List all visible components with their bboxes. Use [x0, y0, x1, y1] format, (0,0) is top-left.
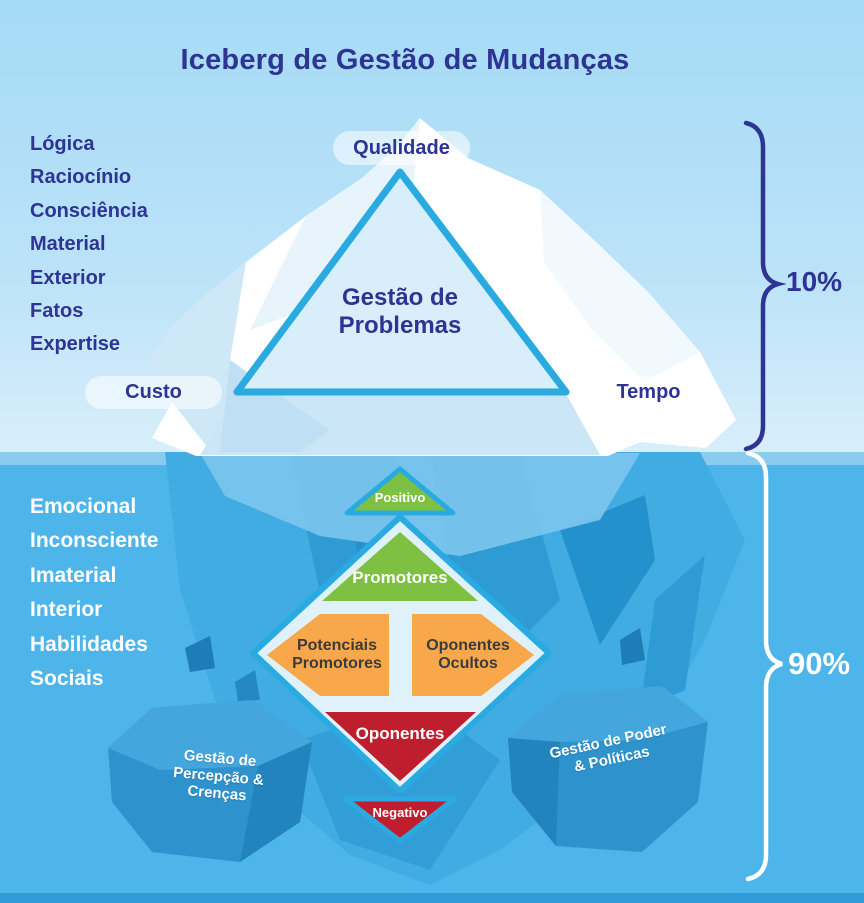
attribute-item: Consciência	[30, 199, 148, 222]
iceberg-underwater-facet	[560, 495, 655, 645]
positive-arrow	[344, 466, 456, 516]
debris	[185, 636, 215, 672]
hidden-opponents-shape	[412, 614, 534, 696]
brace-10-percent	[743, 120, 787, 452]
rock-perception-beliefs	[108, 700, 312, 862]
time-label-pill: Tempo	[580, 376, 717, 409]
opponents-triangle	[325, 712, 476, 781]
quality-label-pill: Qualidade	[333, 131, 470, 165]
negative-arrow-label: Negativo	[372, 805, 428, 820]
rock-left-top-facet	[108, 700, 312, 770]
positive-arrow-label: Positivo	[374, 490, 426, 505]
diagram-title: Iceberg de Gestão de Mudanças	[180, 44, 630, 76]
problem-management-label: Gestão de Problemas	[338, 284, 462, 340]
negative-arrow	[343, 796, 457, 844]
attribute-item: Expertise	[30, 333, 121, 356]
promoters-triangle	[322, 532, 478, 601]
attribute-item: Inconsciente	[30, 529, 159, 553]
brace-90-percent	[745, 450, 783, 882]
rock-right-dark-facet	[508, 738, 560, 846]
attribute-item: Exterior	[30, 266, 106, 289]
attribute-item: Raciocínio	[30, 166, 132, 189]
potential-promoters-label: Potenciais Promotores	[292, 637, 382, 673]
iceberg-underwater-facet	[640, 555, 705, 710]
hidden-opponents-label: Oponentes Ocultos	[426, 637, 510, 673]
stakeholder-diamond	[250, 466, 552, 844]
rock-right-top-facet	[508, 686, 708, 742]
problem-management-triangle	[233, 168, 570, 396]
opponents-label: Oponentes	[355, 724, 445, 743]
debris	[620, 628, 645, 665]
rock-left-dark-facet	[240, 742, 312, 862]
cost-label-pill: Custo	[85, 376, 222, 409]
rock-power-politics	[508, 686, 708, 852]
iceberg-facet	[540, 190, 700, 382]
below-water-attribute-list: Emocional Inconsciente Imaterial Interio…	[30, 490, 195, 696]
potential-promoters-shape	[267, 614, 389, 696]
debris	[235, 670, 260, 702]
attribute-item: Lógica	[30, 133, 95, 155]
percent-90-label: 90%	[788, 646, 851, 681]
percent-10-label: 10%	[786, 266, 843, 297]
above-water-attribute-list: Lógica Raciocínio Consciência Material E…	[30, 128, 148, 362]
diamond-outline	[250, 514, 552, 794]
attribute-item: Fatos	[30, 300, 84, 323]
iceberg-facet	[250, 118, 420, 330]
attribute-item: Imaterial	[30, 563, 117, 587]
bottom-water-stripe	[0, 893, 864, 903]
attribute-item: Material	[30, 233, 106, 256]
attribute-item: Interior	[30, 598, 103, 622]
promoters-label: Promotores	[352, 568, 448, 587]
attribute-item: Habilidades Sociais	[30, 632, 148, 691]
attribute-item: Emocional	[30, 495, 137, 518]
